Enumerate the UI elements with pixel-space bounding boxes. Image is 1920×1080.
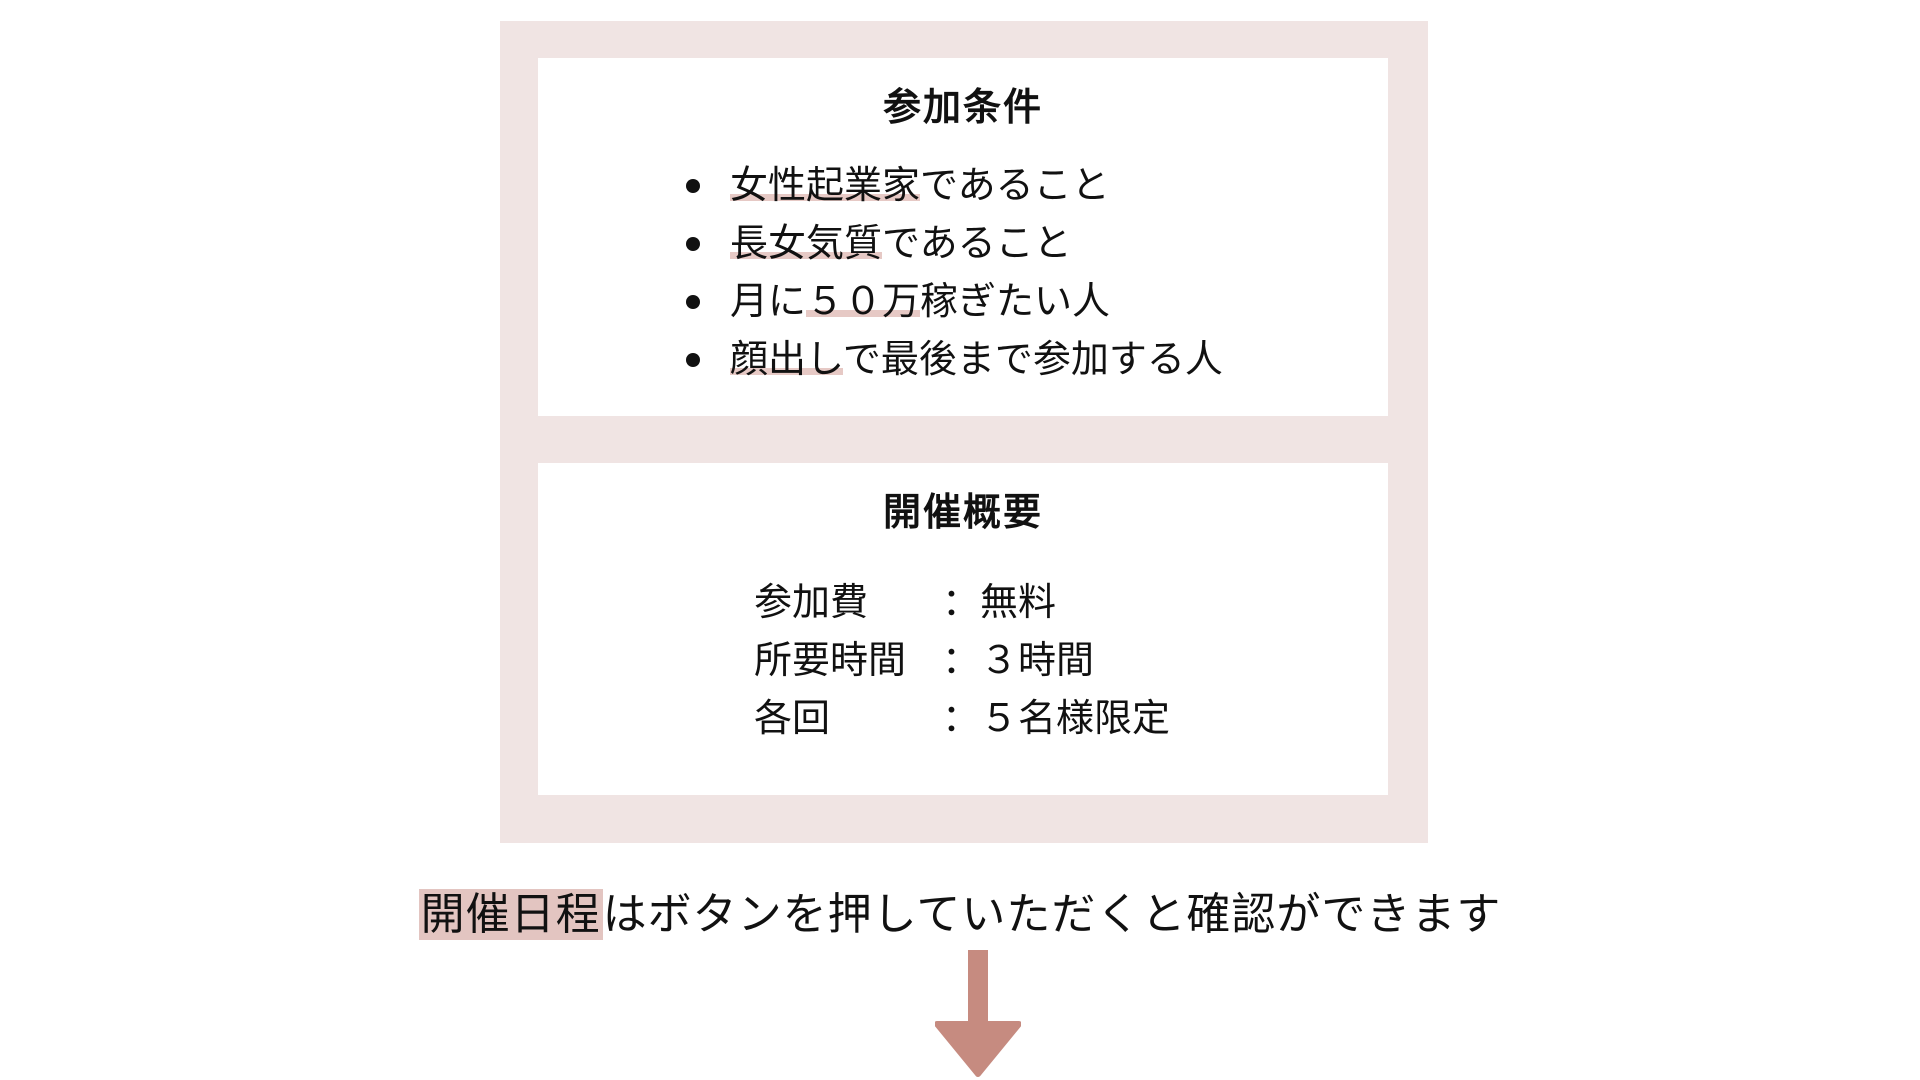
schedule-note: 開催日程はボタンを押していただくと確認ができます xyxy=(0,880,1920,950)
highlight-text: ５０万 xyxy=(806,279,921,323)
item-text: であること xyxy=(920,163,1110,207)
overview-label: 各回 xyxy=(754,696,831,740)
overview-rows: 参加費 ：無料 所要時間 ：３時間 各回 ：５名様限定 xyxy=(754,573,1170,747)
overview-value: ：３時間 xyxy=(942,638,1095,682)
list-item: 月に５０万稼ぎたい人 xyxy=(686,272,1223,330)
bullet-icon xyxy=(686,237,700,251)
arrow-down-icon xyxy=(935,950,1021,1077)
overview-row-duration: 所要時間 ：３時間 xyxy=(754,631,1170,689)
item-text: であること xyxy=(882,221,1072,265)
overview-value: ：５名様限定 xyxy=(942,696,1171,740)
item-text: で最後まで参加する人 xyxy=(842,337,1223,381)
overview-label: 参加費 xyxy=(754,580,869,624)
highlight-text: 長女気質 xyxy=(730,221,883,265)
overview-label: 所要時間 xyxy=(754,638,907,682)
conditions-title: 参加条件 xyxy=(882,84,1043,129)
overview-row-capacity: 各回 ：５名様限定 xyxy=(754,689,1170,747)
list-item: 長女気質であること xyxy=(686,214,1223,272)
overview-value: ：無料 xyxy=(942,580,1057,624)
schedule-highlight: 開催日程 xyxy=(418,889,603,940)
bullet-icon xyxy=(686,353,700,367)
info-panel: 参加条件 女性起業家であること 長女気質であること 月に５０万稼ぎたい人 顔出し… xyxy=(500,21,1428,843)
highlight-text: 顔出し xyxy=(730,337,843,381)
bullet-icon xyxy=(686,179,700,193)
item-prefix: 月に xyxy=(730,279,807,323)
overview-row-fee: 参加費 ：無料 xyxy=(754,573,1170,631)
conditions-card: 参加条件 女性起業家であること 長女気質であること 月に５０万稼ぎたい人 顔出し… xyxy=(538,58,1388,416)
highlight-text: 女性起業家 xyxy=(730,163,921,207)
overview-card: 開催概要 参加費 ：無料 所要時間 ：３時間 各回 ：５名様限定 xyxy=(538,463,1388,795)
item-text: 稼ぎたい人 xyxy=(920,279,1111,323)
schedule-note-text: はボタンを押していただくと確認ができます xyxy=(602,889,1502,940)
overview-title: 開催概要 xyxy=(882,489,1043,534)
conditions-list: 女性起業家であること 長女気質であること 月に５０万稼ぎたい人 顔出しで最後まで… xyxy=(686,156,1223,388)
list-item: 女性起業家であること xyxy=(686,156,1223,214)
bullet-icon xyxy=(686,295,700,309)
list-item: 顔出しで最後まで参加する人 xyxy=(686,330,1223,388)
